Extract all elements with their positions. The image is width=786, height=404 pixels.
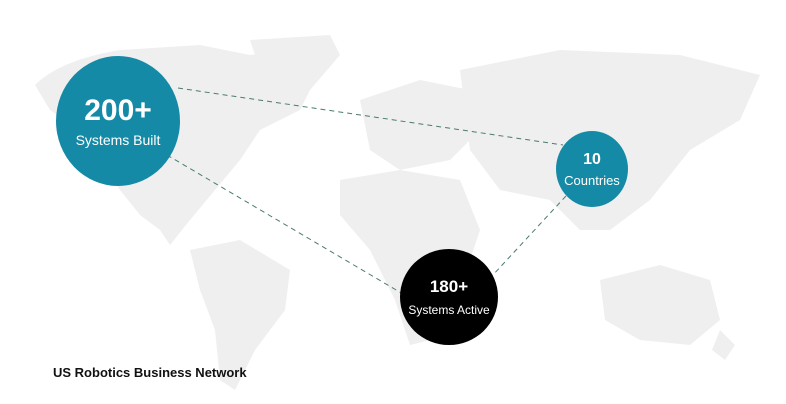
- systems-active-value: 180+: [429, 277, 469, 296]
- node-systems-built: 200+ Systems Built: [56, 56, 180, 186]
- line-built-active: [166, 154, 404, 295]
- line-countries-active: [491, 195, 567, 277]
- node-systems-active: 180+ Systems Active: [400, 249, 498, 345]
- systems-built-value: 200+: [84, 94, 152, 127]
- systems-active-label: Systems Active: [408, 303, 490, 317]
- systems-built-label: Systems Built: [75, 132, 161, 148]
- diagram-title: US Robotics Business Network: [53, 365, 247, 380]
- countries-value: 10: [583, 150, 601, 168]
- countries-label: Countries: [564, 172, 620, 188]
- node-countries: 10 Countries: [556, 131, 628, 207]
- line-built-countries: [177, 87, 564, 146]
